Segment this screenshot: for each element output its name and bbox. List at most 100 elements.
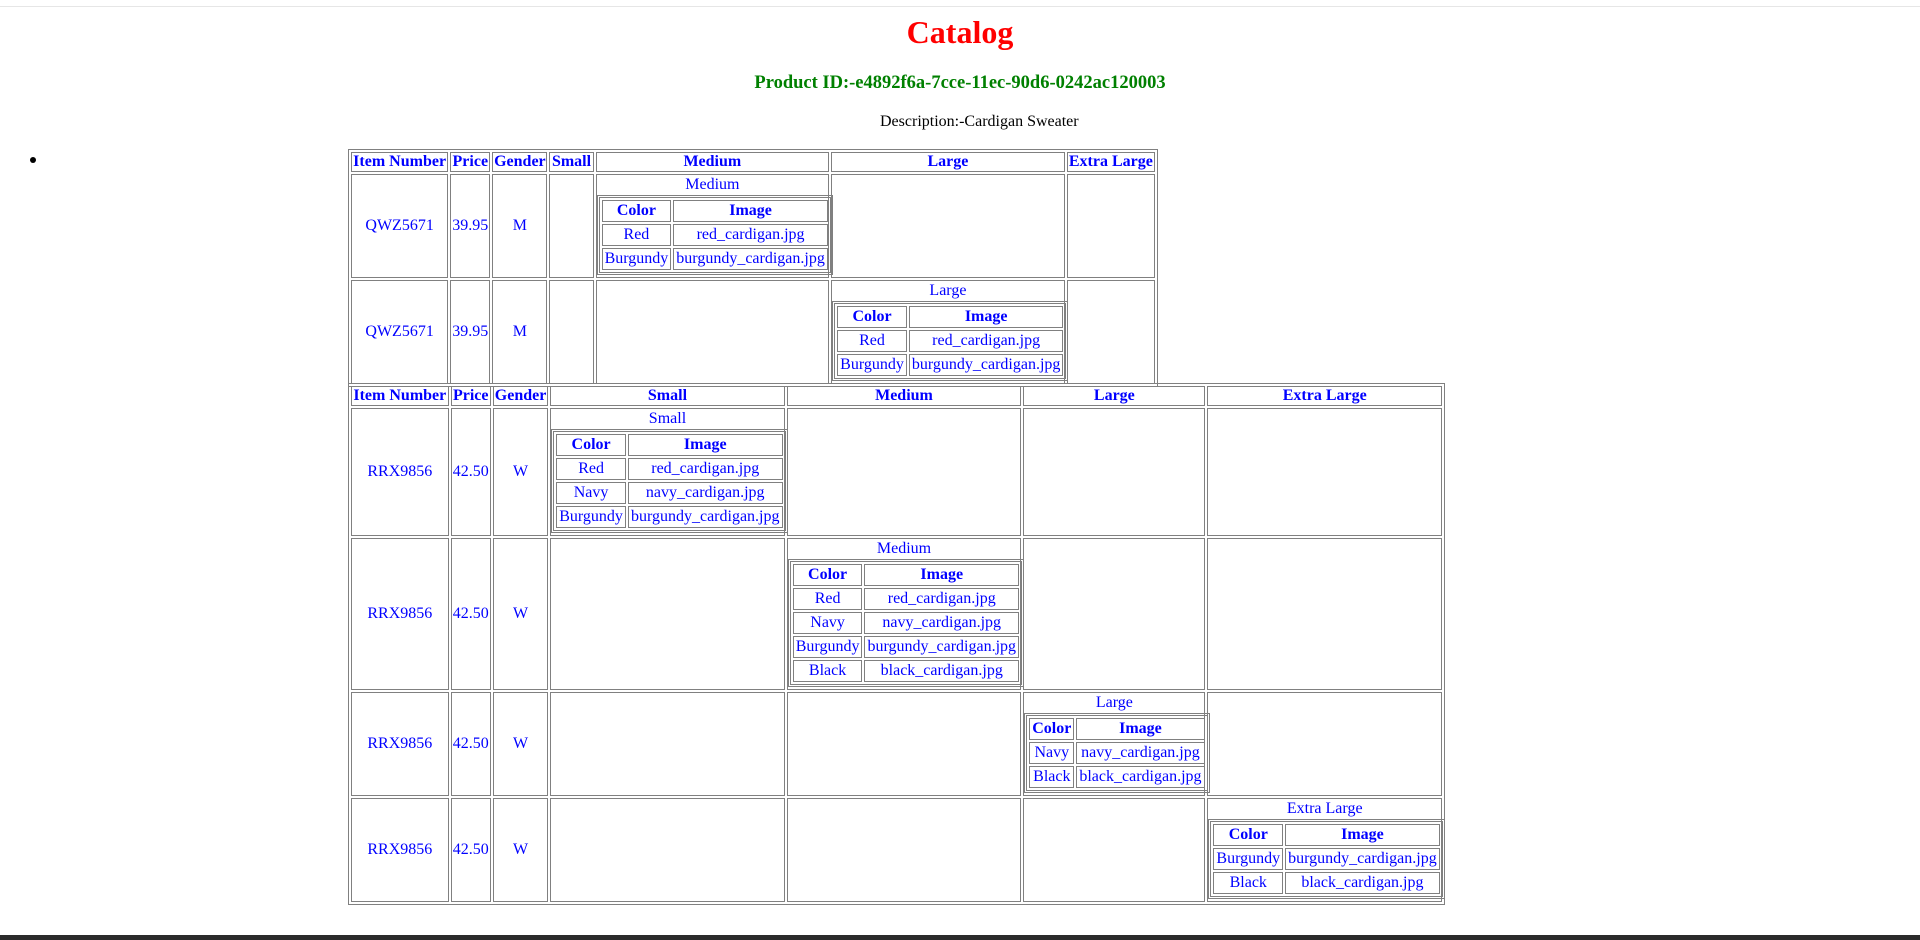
header-color: Color — [792, 564, 863, 586]
size-caption: Medium — [685, 176, 740, 193]
header-item-number: Item Number — [351, 386, 449, 406]
extra-large-cell — [1207, 692, 1442, 796]
price-cell: 39.95 — [450, 280, 491, 384]
header-color: Color — [1029, 718, 1075, 740]
header-price: Price — [450, 152, 491, 172]
medium-cell — [595, 280, 830, 384]
header-image: Image — [673, 200, 828, 222]
color-cell: Navy — [556, 482, 626, 504]
item-number-cell: QWZ5671 — [351, 174, 449, 278]
color-image-table: Color Image Burgundy burgundy_cardigan.j… — [1208, 819, 1445, 899]
extra-large-cell — [1207, 408, 1442, 536]
header-color: Color — [556, 434, 626, 456]
header-color: Color — [1213, 824, 1284, 846]
header-extra-large: Extra Large — [1207, 386, 1442, 406]
table-row: RRX9856 42.50 W Extra Large Color Image … — [351, 798, 1445, 902]
image-filename-cell: red_cardigan.jpg — [864, 588, 1020, 610]
page-title: Catalog — [906, 14, 1014, 50]
image-filename-cell: burgundy_cardigan.jpg — [627, 506, 783, 528]
gender-cell: M — [492, 174, 548, 278]
gender-cell: W — [492, 798, 549, 902]
small-cell — [549, 174, 594, 278]
price-cell: 42.50 — [450, 692, 491, 796]
image-filename-cell: burgundy_cardigan.jpg — [908, 354, 1064, 376]
image-filename-cell: burgundy_cardigan.jpg — [1285, 848, 1440, 870]
small-cell — [550, 798, 785, 902]
header-gender: Gender — [492, 386, 549, 406]
color-cell: Burgundy — [601, 248, 672, 270]
color-image-table: Color Image Red red_cardigan.jpg Navy na… — [787, 559, 1025, 687]
item-number-cell: RRX9856 — [351, 798, 449, 902]
product-id: Product ID:-e4892f6a-7cce-11ec-90d6-0242… — [754, 73, 1166, 93]
medium-cell: Medium Color Image Red red_cardigan.jpg … — [595, 174, 833, 278]
item-number-cell: RRX9856 — [351, 408, 449, 536]
small-cell — [550, 538, 785, 690]
table-row: RRX9856 42.50 W Medium Color Image Red r… — [351, 538, 1442, 690]
image-filename-cell: red_cardigan.jpg — [673, 224, 828, 246]
image-filename-cell: navy_cardigan.jpg — [1076, 742, 1205, 764]
small-cell: Small Color Image Red red_cardigan.jpg N… — [550, 408, 788, 536]
color-image-table: Color Image Navy navy_cardigan.jpg Black… — [1024, 713, 1210, 793]
image-filename-cell: burgundy_cardigan.jpg — [673, 248, 828, 270]
header-extra-large: Extra Large — [1066, 152, 1155, 172]
price-cell: 42.50 — [450, 538, 491, 690]
top-divider — [0, 6, 1920, 7]
size-caption: Small — [648, 410, 687, 427]
extra-large-cell — [1066, 280, 1155, 384]
image-filename-cell: navy_cardigan.jpg — [627, 482, 783, 504]
color-cell: Red — [837, 330, 907, 352]
color-cell: Burgundy — [1213, 848, 1284, 870]
item-number-cell: RRX9856 — [351, 692, 449, 796]
size-caption: Large — [929, 282, 967, 299]
header-medium: Medium — [595, 152, 830, 172]
extra-large-cell — [1207, 538, 1442, 690]
item-number-cell: QWZ5671 — [351, 280, 449, 384]
medium-cell — [786, 692, 1022, 796]
color-image-table: Color Image Red red_cardigan.jpg Burgund… — [832, 301, 1069, 381]
gender-cell: W — [492, 692, 549, 796]
header-large: Large — [1023, 386, 1206, 406]
medium-cell — [786, 408, 1022, 536]
header-item-number: Item Number — [351, 152, 449, 172]
product-description: Description:-Cardigan Sweater — [880, 113, 1079, 130]
header-image: Image — [1285, 824, 1440, 846]
price-cell: 39.95 — [450, 174, 491, 278]
small-cell — [549, 280, 594, 384]
large-cell — [1023, 538, 1206, 690]
large-cell — [1023, 798, 1206, 902]
color-cell: Black — [1213, 872, 1284, 894]
color-cell: Red — [601, 224, 672, 246]
color-image-table: Color Image Red red_cardigan.jpg Navy na… — [551, 429, 788, 533]
gender-cell: W — [492, 408, 549, 536]
catalog-table-women: Item Number Price Gender Small Medium La… — [348, 383, 1445, 905]
table-row: RRX9856 42.50 W Large Color Image Navy n… — [351, 692, 1442, 796]
header-color: Color — [837, 306, 907, 328]
medium-cell — [786, 798, 1022, 902]
catalog-table-men: Item Number Price Gender Small Medium La… — [348, 149, 1158, 387]
header-image: Image — [908, 306, 1064, 328]
image-filename-cell: red_cardigan.jpg — [908, 330, 1064, 352]
color-cell: Red — [792, 588, 863, 610]
header-image: Image — [627, 434, 783, 456]
color-cell: Navy — [1029, 742, 1075, 764]
large-cell: Large Color Image Navy navy_cardigan.jpg… — [1023, 692, 1210, 796]
small-cell — [550, 692, 785, 796]
size-caption: Medium — [876, 540, 932, 557]
color-image-table: Color Image Red red_cardigan.jpg Burgund… — [596, 195, 833, 275]
gender-cell: M — [492, 280, 548, 384]
header-small: Small — [549, 152, 594, 172]
image-filename-cell: burgundy_cardigan.jpg — [864, 636, 1020, 658]
image-filename-cell: black_cardigan.jpg — [1076, 766, 1205, 788]
large-cell — [831, 174, 1065, 278]
color-cell: Burgundy — [556, 506, 626, 528]
image-filename-cell: red_cardigan.jpg — [627, 458, 783, 480]
header-small: Small — [550, 386, 785, 406]
gender-cell: W — [492, 538, 549, 690]
color-cell: Burgundy — [837, 354, 907, 376]
color-cell: Navy — [792, 612, 863, 634]
medium-cell: Medium Color Image Red red_cardigan.jpg … — [786, 538, 1025, 690]
list-bullet — [30, 157, 36, 163]
image-filename-cell: navy_cardigan.jpg — [864, 612, 1020, 634]
image-filename-cell: black_cardigan.jpg — [864, 660, 1020, 682]
bottom-bar — [0, 935, 1920, 940]
